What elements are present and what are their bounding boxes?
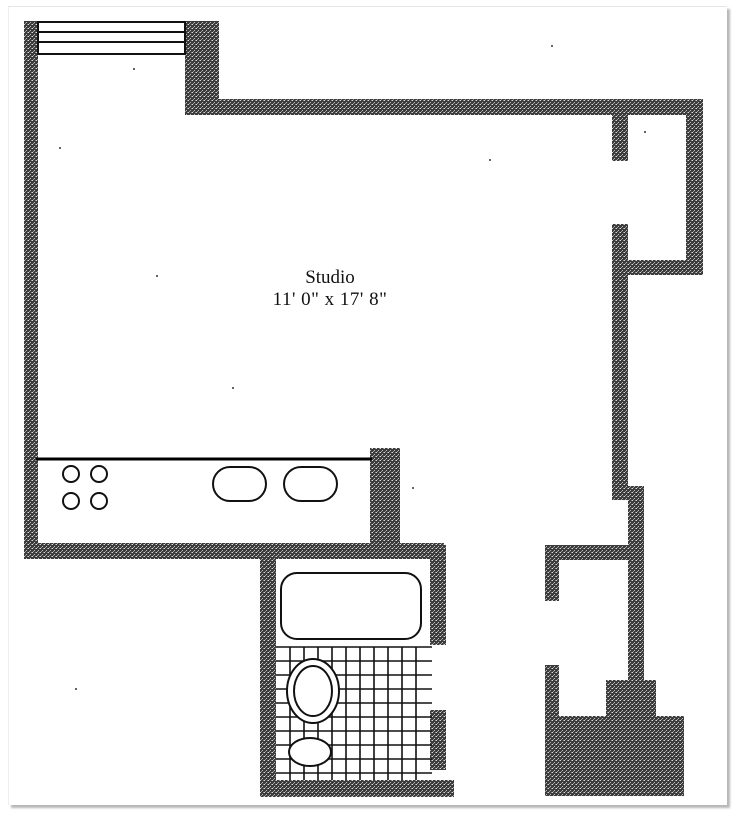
bathtub-icon: [280, 572, 422, 640]
floorplan-frame: [8, 6, 727, 805]
kitchen-sink-icon: [212, 466, 338, 502]
window: [37, 21, 186, 55]
cooktop-icon: [62, 465, 108, 510]
bathroom-sink-icon: [288, 737, 332, 767]
walls: [24, 21, 703, 797]
room-name-label: Studio: [305, 267, 355, 288]
scan-noise: [59, 45, 646, 690]
toilet-icon: [286, 658, 340, 724]
room-dimensions-label: 11' 0" x 17' 8": [272, 289, 388, 310]
